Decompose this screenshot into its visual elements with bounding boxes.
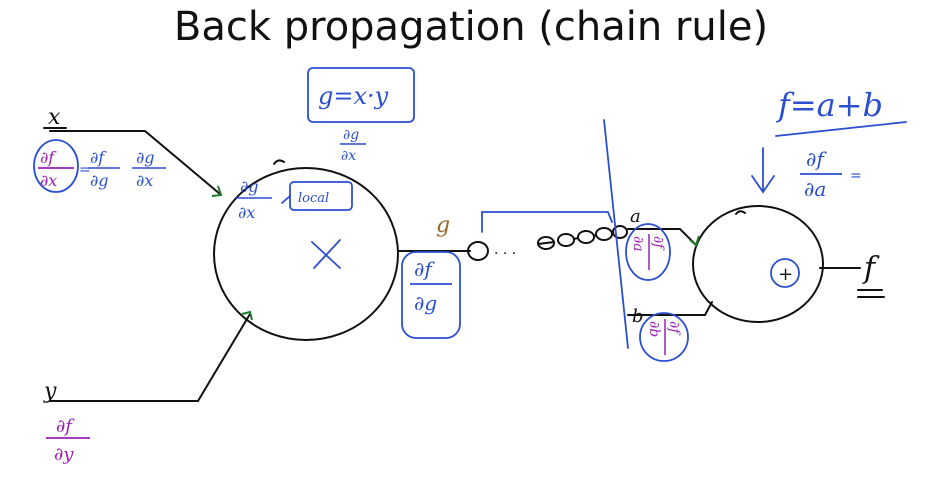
df-da-circle — [625, 223, 671, 281]
df-dg-box — [401, 251, 461, 339]
chain-node — [557, 233, 575, 247]
frac-df-da-top: ∂f ∂a = — [800, 147, 862, 201]
chain-ellipsis: · · · — [494, 246, 516, 262]
f-def-underline — [775, 121, 907, 137]
plus-label: + — [778, 264, 793, 285]
svg-text:∂x: ∂x — [136, 171, 153, 190]
local-text: local — [298, 191, 329, 206]
f-def-text: f=a+b — [776, 86, 883, 124]
label-a: a — [630, 206, 641, 227]
svg-text:∂f: ∂f — [56, 416, 75, 437]
graph-structure — [43, 127, 885, 402]
df-db-circle — [639, 312, 689, 362]
frac-df-db-node: ∂f ∂b — [646, 319, 682, 355]
g-def-text: g=x·y — [318, 82, 389, 110]
frac-dg-dx-chain: ∂g ∂x — [132, 148, 166, 190]
frac-dg-dx-top: ∂g ∂x — [340, 127, 366, 164]
times-cross — [311, 239, 341, 269]
arrowhead-a — [689, 235, 700, 247]
label-g: g — [436, 213, 450, 238]
edge-a — [627, 228, 696, 245]
chain-node — [595, 227, 613, 241]
svg-text:∂f: ∂f — [414, 257, 435, 281]
f-equals-mark — [857, 289, 885, 298]
svg-text:∂y: ∂y — [54, 444, 74, 465]
svg-text:∂f: ∂f — [650, 236, 666, 251]
frac-df-dy: ∂f ∂y — [46, 416, 90, 465]
multiply-node — [213, 167, 399, 341]
svg-text:∂x: ∂x — [40, 171, 57, 190]
divider-line — [603, 119, 629, 349]
label-y: y — [43, 379, 57, 404]
chain-node — [612, 225, 628, 239]
chain-bracket — [481, 211, 613, 233]
times-label: × — [318, 264, 319, 267]
chain-node — [467, 241, 489, 261]
down-arrow — [751, 147, 775, 194]
edge-y — [49, 313, 251, 402]
slide-title: Back propagation (chain rule) — [173, 4, 769, 50]
edge-x — [49, 130, 221, 195]
svg-text:∂g: ∂g — [90, 171, 109, 190]
svg-text:∂x: ∂x — [341, 148, 356, 164]
svg-text:∂f: ∂f — [40, 148, 57, 167]
frac-df-dg-chain: ∂f ∂g — [88, 148, 120, 190]
svg-text:∂a: ∂a — [630, 236, 646, 252]
svg-text:∂a: ∂a — [804, 177, 826, 201]
label-x: x — [48, 105, 61, 130]
label-f: f — [862, 251, 880, 286]
chain-equals: = — [79, 162, 91, 178]
svg-text:∂g: ∂g — [414, 291, 437, 315]
svg-text:∂g: ∂g — [136, 148, 155, 167]
g-def-box — [307, 67, 415, 123]
svg-text:∂f: ∂f — [90, 148, 107, 167]
frac-df-dx-left: ∂f ∂x — [38, 148, 74, 190]
svg-text:∂f: ∂f — [666, 321, 682, 336]
df-dx-left-circle — [33, 139, 79, 193]
frac-dg-dx-node: ∂g ∂x — [236, 177, 272, 222]
add-node — [692, 205, 824, 323]
svg-text:∂x: ∂x — [238, 203, 255, 222]
chain-node — [577, 230, 595, 244]
svg-text:∂g: ∂g — [343, 127, 359, 143]
blue-annotations — [33, 67, 907, 362]
frac-df-da-node: ∂f ∂a — [630, 234, 666, 270]
arrowheads — [211, 185, 700, 321]
svg-text:=: = — [850, 168, 862, 184]
svg-text:∂b: ∂b — [646, 321, 662, 337]
arrowhead-x — [211, 185, 223, 197]
label-b: b — [632, 306, 644, 327]
plus-circle — [770, 258, 800, 288]
node-tick-add — [735, 210, 746, 215]
arrowhead-y — [241, 310, 253, 321]
svg-text:∂f: ∂f — [806, 147, 827, 171]
node-tick — [273, 159, 285, 165]
svg-text:∂g: ∂g — [240, 177, 259, 196]
frac-df-dg-box: ∂f ∂g — [410, 257, 452, 315]
